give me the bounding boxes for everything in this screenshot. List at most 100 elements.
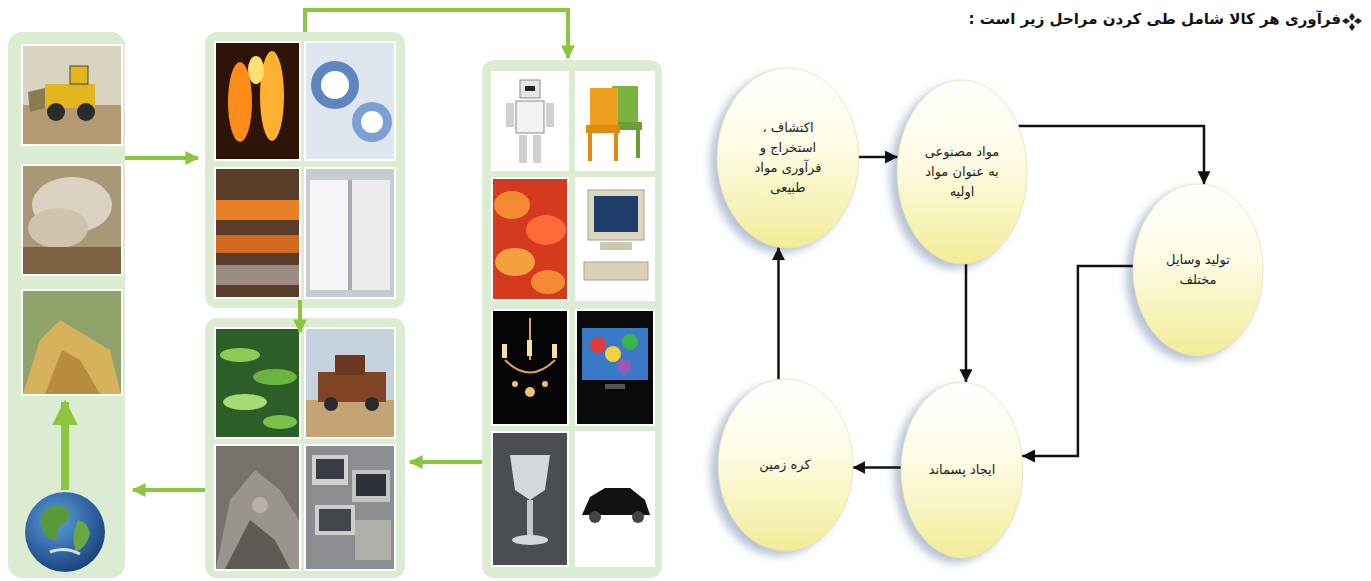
computer-monitor bbox=[588, 190, 644, 240]
node-body: تولید وسایل مختلف bbox=[1159, 250, 1237, 290]
plastic-bottle bbox=[223, 394, 267, 410]
rock-pile bbox=[45, 350, 100, 394]
photo-ground bbox=[492, 310, 568, 425]
chandelier-candle bbox=[527, 340, 532, 356]
chandelier-arm bbox=[505, 318, 555, 373]
ceramic-plate bbox=[311, 61, 359, 109]
earth-land bbox=[40, 505, 69, 540]
photo-ground bbox=[215, 328, 300, 438]
robot-arm bbox=[506, 103, 514, 127]
ceramic-plate bbox=[352, 102, 392, 142]
photo-e-waste bbox=[305, 445, 395, 570]
photo-robot bbox=[492, 72, 568, 170]
process-ellipse: کره زمین bbox=[718, 379, 853, 551]
junk-pile bbox=[225, 520, 290, 569]
ellipse-fill bbox=[718, 379, 853, 551]
chandelier-crystal bbox=[525, 387, 535, 397]
photo-car bbox=[576, 432, 654, 566]
photo-ground bbox=[576, 432, 654, 566]
chair bbox=[636, 130, 640, 158]
steel-sheet bbox=[216, 200, 299, 220]
photo-ground bbox=[492, 178, 568, 300]
glowing-glass bbox=[260, 51, 284, 141]
flow-arrow bbox=[133, 488, 205, 492]
photo-ground bbox=[215, 445, 300, 570]
chair bbox=[614, 133, 618, 161]
junk-pile bbox=[216, 470, 299, 569]
flow-arrow bbox=[1022, 266, 1133, 456]
goblet bbox=[527, 500, 533, 535]
photo-ground bbox=[576, 72, 654, 170]
flow-arrow bbox=[777, 247, 780, 379]
steel-sheet bbox=[216, 265, 299, 285]
photo-ground bbox=[492, 432, 568, 566]
photo-steel bbox=[215, 168, 300, 298]
balloon bbox=[622, 334, 638, 350]
node-body: اکتشاف ، استخراج و فرآوری مواد طبیعی bbox=[745, 118, 830, 199]
car-wheel bbox=[324, 397, 338, 411]
node-body: کره زمین bbox=[745, 455, 826, 475]
bullet-symbol bbox=[1342, 13, 1362, 31]
old-case bbox=[355, 520, 391, 560]
photo-panel bbox=[482, 60, 662, 578]
robot-head bbox=[520, 80, 540, 98]
photo-ground bbox=[22, 45, 122, 145]
node-body: مواد مصنوعی به عنوان مواد اولیه bbox=[923, 142, 1001, 202]
old-monitor bbox=[312, 455, 348, 485]
node-label: کره زمین bbox=[745, 455, 826, 475]
plastic-bottle bbox=[220, 348, 260, 362]
node-label: ایجاد پسماند bbox=[925, 460, 998, 480]
flow-arrow bbox=[305, 10, 568, 58]
goblet bbox=[512, 535, 548, 545]
photo-dust bbox=[22, 165, 122, 275]
node-label: اکتشاف ، استخراج و فرآوری مواد طبیعی bbox=[745, 118, 830, 199]
photo-yarn bbox=[492, 178, 568, 300]
photo-panel bbox=[205, 32, 405, 308]
paper-roll bbox=[352, 180, 390, 290]
photo-ground bbox=[305, 168, 395, 298]
car-wheel bbox=[632, 511, 644, 523]
old-monitor bbox=[315, 505, 355, 535]
photo-panel bbox=[8, 32, 125, 578]
balloon bbox=[605, 346, 621, 362]
photo-chairs bbox=[576, 72, 654, 170]
node-body: ایجاد پسماند bbox=[925, 460, 998, 480]
ceramic-plate bbox=[321, 71, 349, 99]
photo-molten-glass bbox=[215, 42, 300, 160]
photo-ground bbox=[576, 310, 654, 425]
ellipse-fill bbox=[1133, 184, 1263, 356]
chandelier-crystal bbox=[542, 381, 548, 387]
flow-arrow bbox=[410, 460, 482, 464]
ellipse-fill bbox=[897, 80, 1027, 264]
photo-ground bbox=[23, 105, 121, 144]
photo-panel bbox=[205, 318, 405, 578]
flow-arrow bbox=[125, 156, 198, 160]
robot-body bbox=[516, 101, 544, 133]
photo-loader bbox=[22, 45, 122, 145]
car-body bbox=[582, 488, 650, 515]
old-monitor bbox=[316, 459, 344, 479]
robot-face bbox=[525, 86, 535, 91]
chandelier-candle bbox=[552, 344, 557, 358]
steel-sheet bbox=[216, 235, 299, 253]
photo-ground bbox=[305, 42, 395, 160]
glowing-glass bbox=[248, 56, 264, 84]
photo-tv bbox=[576, 310, 654, 425]
car-wheel bbox=[365, 397, 379, 411]
heading: فرآوری هر کالا شامل طی کردن مراحل زیر اس… bbox=[968, 10, 1341, 28]
photo-ground bbox=[492, 72, 568, 170]
paper-roll bbox=[310, 180, 348, 290]
flow-arrow bbox=[1018, 126, 1204, 184]
ellipse-outline bbox=[717, 68, 859, 248]
chair bbox=[586, 125, 620, 133]
loader-bucket bbox=[28, 88, 45, 112]
node-label: مواد مصنوعی به عنوان مواد اولیه bbox=[923, 142, 1001, 202]
goblet bbox=[510, 455, 550, 500]
photo-ground bbox=[305, 445, 395, 570]
photo-goblet bbox=[492, 432, 568, 566]
photo-ground bbox=[576, 178, 654, 300]
car-wheel bbox=[589, 511, 601, 523]
loader-wheel bbox=[47, 103, 65, 121]
balloon bbox=[617, 359, 631, 373]
ceramic-plate bbox=[361, 111, 383, 133]
